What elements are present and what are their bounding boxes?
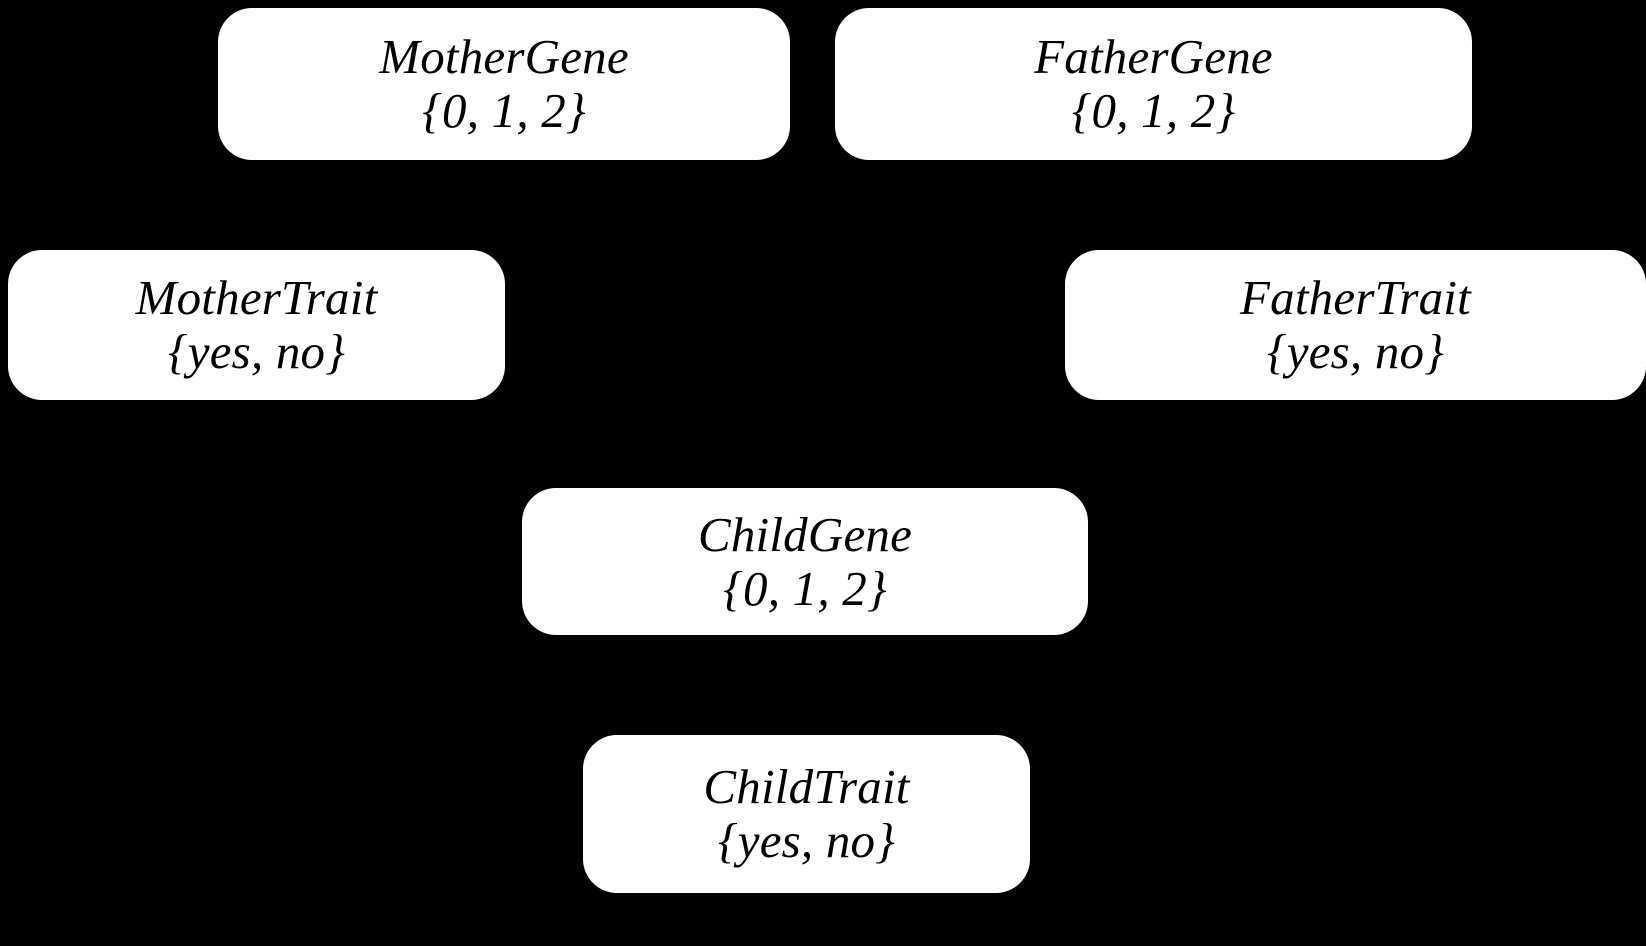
node-child-trait-label: ChildTrait: [703, 759, 910, 815]
node-child-gene[interactable]: ChildGene {0, 1, 2}: [522, 488, 1088, 635]
node-mother-trait[interactable]: MotherTrait {yes, no}: [8, 250, 505, 400]
node-father-trait-label: FatherTrait: [1240, 270, 1471, 326]
node-child-gene-label: ChildGene: [697, 506, 913, 562]
node-father-trait-domain: {yes, no}: [1266, 324, 1445, 379]
edge-father-gene-to-father-trait: [1278, 159, 1362, 251]
node-mother-trait-label: MotherTrait: [135, 270, 378, 326]
node-child-trait[interactable]: ChildTrait {yes, no}: [583, 735, 1030, 893]
node-child-trait-domain: {yes, no}: [717, 813, 896, 868]
node-father-gene[interactable]: FatherGene {0, 1, 2}: [835, 8, 1472, 160]
node-father-trait[interactable]: FatherTrait {yes, no}: [1065, 250, 1646, 400]
node-mother-gene-label: MotherGene: [379, 29, 629, 85]
node-mother-gene[interactable]: MotherGene {0, 1, 2}: [218, 8, 790, 160]
edge-mother-gene-to-mother-trait: [248, 159, 332, 251]
edge-father-gene-to-child-gene: [928, 159, 1082, 489]
node-father-gene-label: FatherGene: [1034, 29, 1273, 85]
node-father-gene-domain: {0, 1, 2}: [1071, 83, 1236, 138]
edge-mother-gene-to-child-gene: [558, 159, 662, 489]
node-child-gene-domain: {0, 1, 2}: [723, 560, 887, 616]
node-mother-gene-domain: {0, 1, 2}: [422, 83, 586, 138]
node-mother-trait-domain: {yes, no}: [167, 324, 346, 379]
